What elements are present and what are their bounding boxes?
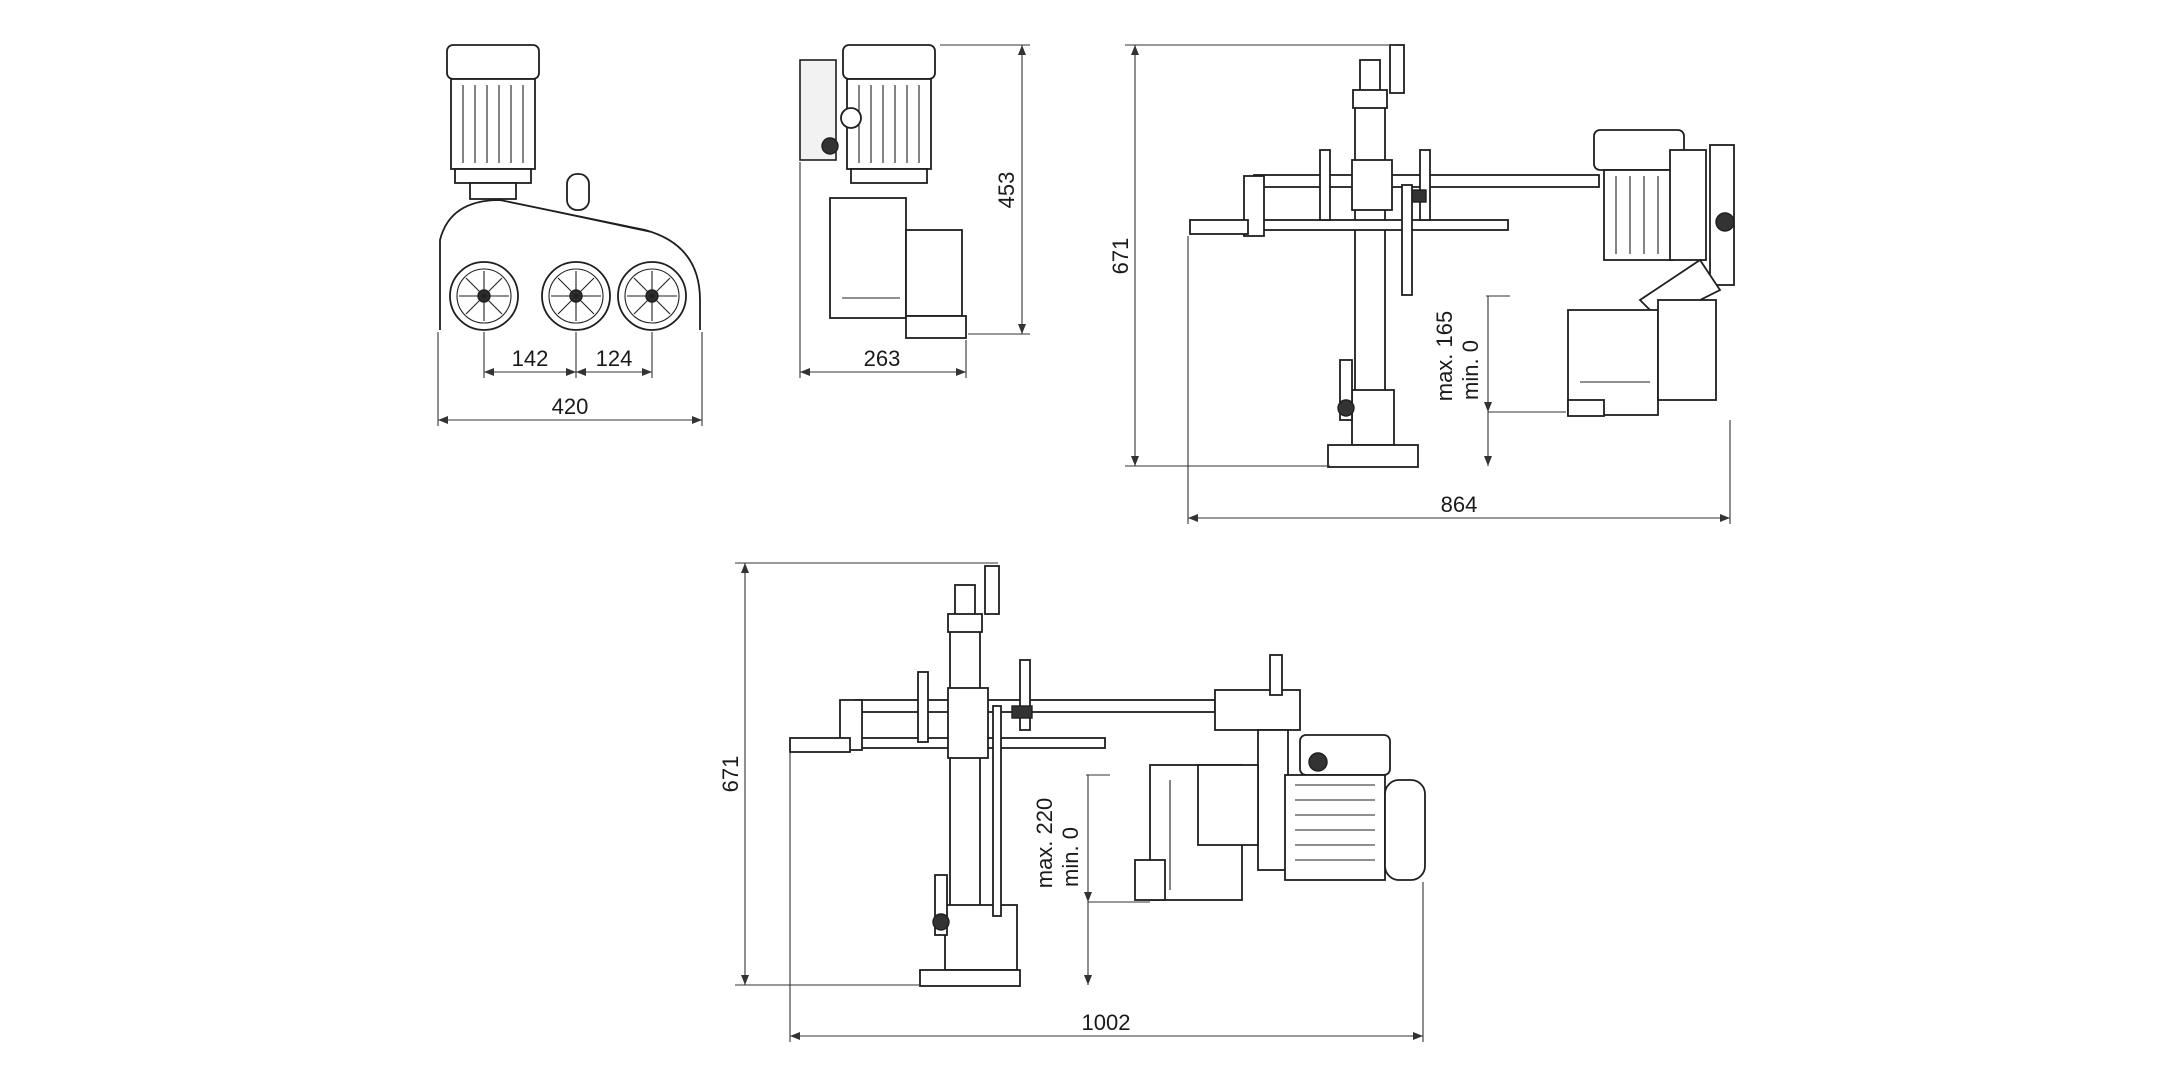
dimension-label-min-0-a: min. 0 xyxy=(1458,340,1483,400)
front-view: 142 124 420 xyxy=(437,44,703,426)
feed-roller-1 xyxy=(449,261,519,331)
lower-arm xyxy=(1253,219,1509,231)
dimension-overall-length-1: 864 xyxy=(1187,236,1731,524)
dimension-label-max-165: max. 165 xyxy=(1432,311,1457,402)
crank-handle xyxy=(1389,44,1405,94)
dimension-label-671-b: 671 xyxy=(718,756,743,793)
clamp-block xyxy=(1351,159,1393,211)
motor-neck xyxy=(469,182,517,200)
feed-roller-3 xyxy=(617,261,687,331)
dimension-overall-width: 420 xyxy=(437,332,703,426)
dimension-feed-height-2: max. 220 min. 0 xyxy=(1032,774,1150,985)
dimension-label-671-a: 671 xyxy=(1108,238,1133,275)
dimension-label-142: 142 xyxy=(512,346,549,371)
dimension-label-453: 453 xyxy=(994,172,1019,209)
dimension-depth: 263 xyxy=(799,162,967,378)
swivel-head xyxy=(1214,689,1301,731)
side-gearbox xyxy=(829,197,907,319)
column xyxy=(1354,99,1386,401)
side-view: 263 453 xyxy=(799,44,1030,378)
column-2 xyxy=(949,619,981,921)
dimension-roller-spacing: 142 124 xyxy=(483,332,653,378)
elevation-view-1: 671 864 max. 165 min. 0 xyxy=(1108,44,1735,524)
feed-roller-2 xyxy=(541,261,611,331)
clamp-block-2 xyxy=(947,687,989,759)
dimension-feed-height-1: max. 165 min. 0 xyxy=(1432,295,1566,466)
dimension-overall-height-1: 671 xyxy=(1108,44,1395,467)
crank-handle-2 xyxy=(984,565,1000,615)
lever-knob xyxy=(566,173,590,211)
elevation-view-2: 671 1002 max. 220 min. 0 xyxy=(718,562,1426,1042)
dimension-label-max-220: max. 220 xyxy=(1032,798,1057,889)
dimension-label-864: 864 xyxy=(1441,492,1478,517)
base-plate-2 xyxy=(919,969,1021,987)
dimension-label-min-0-b: min. 0 xyxy=(1058,827,1083,887)
feeder-gearbox xyxy=(1567,309,1659,416)
column-base-2 xyxy=(944,904,1018,971)
dimension-label-1002: 1002 xyxy=(1082,1010,1131,1035)
dimension-height: 453 xyxy=(940,44,1030,335)
column-base xyxy=(1351,389,1395,446)
base-plate xyxy=(1327,444,1419,468)
dimension-overall-height-2: 671 xyxy=(718,562,998,986)
motor-drawing xyxy=(446,44,540,184)
dimension-label-420: 420 xyxy=(552,394,589,419)
horizontal-arm-2 xyxy=(854,699,1216,713)
dimension-label-263: 263 xyxy=(864,346,901,371)
dimension-label-124: 124 xyxy=(596,346,633,371)
dimension-overall-length-2: 1002 xyxy=(789,752,1424,1042)
